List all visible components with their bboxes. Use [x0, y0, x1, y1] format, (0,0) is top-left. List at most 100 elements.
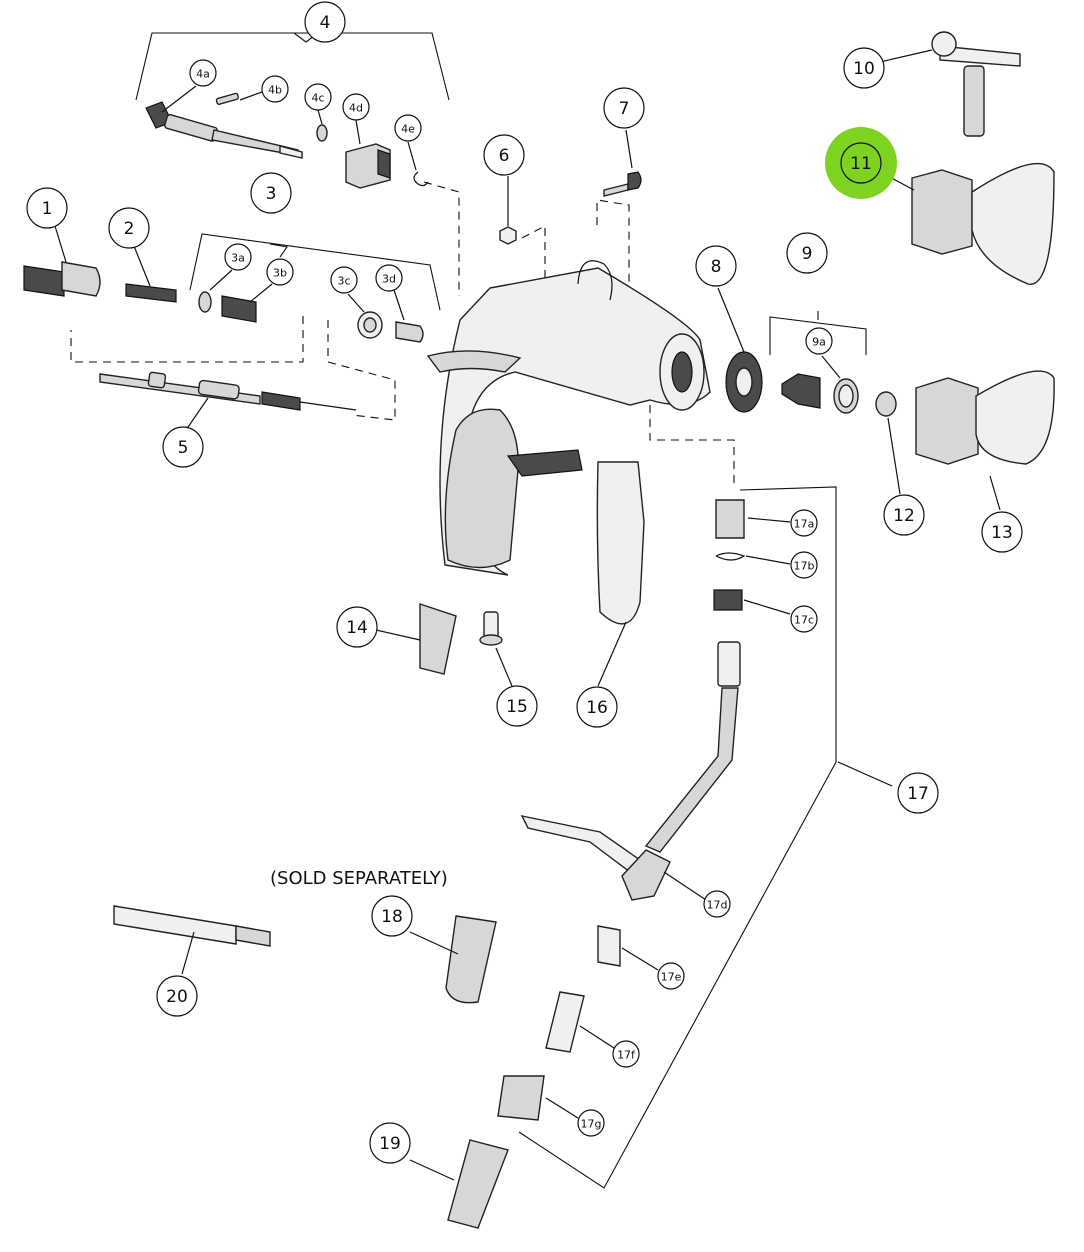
callout-17f: 17f — [612, 1040, 640, 1068]
callout-3c: 3c — [330, 266, 358, 294]
part-4b-pin — [215, 92, 240, 105]
leader-20 — [181, 931, 195, 975]
part-gun-body — [426, 260, 711, 576]
part-18-adapter — [445, 915, 497, 1004]
callout-ring — [162, 426, 204, 468]
callout-14: 14 — [336, 606, 378, 648]
leader-8 — [717, 287, 745, 353]
callout-3b: 3b — [266, 258, 294, 286]
callout-label: 20 — [166, 987, 188, 1007]
callout-ring — [840, 142, 882, 184]
callout-8: 8 — [695, 245, 737, 287]
callout-ring — [266, 258, 294, 286]
part-6-nut — [499, 226, 517, 245]
callout-ring — [805, 327, 833, 355]
part-9-seat — [781, 373, 821, 409]
leader-4c — [317, 109, 323, 125]
callout-label: 6 — [499, 146, 510, 166]
callout-ring — [394, 114, 422, 142]
callout-label: 2 — [124, 219, 135, 239]
callout-ring — [336, 606, 378, 648]
callout-ring — [612, 1040, 640, 1068]
leader-17c — [743, 599, 791, 615]
callout-5: 5 — [162, 426, 204, 468]
callout-label: 3b — [273, 267, 287, 280]
part-15-pin — [479, 611, 503, 646]
leader-3b — [249, 283, 273, 303]
callout-4b: 4b — [261, 75, 289, 103]
callout-label: 17e — [661, 971, 682, 984]
callout-label: 17c — [794, 614, 814, 627]
callout-2: 2 — [108, 207, 150, 249]
callout-label: 17f — [617, 1049, 636, 1062]
leader-13 — [989, 475, 1001, 511]
callout-label: 9 — [802, 244, 813, 264]
callout-4d: 4d — [342, 93, 370, 121]
callout-ring — [496, 685, 538, 727]
leader-2 — [133, 245, 151, 287]
callout-1: 1 — [26, 187, 68, 229]
callout-label: 3d — [382, 273, 396, 286]
part-3a-ring — [198, 291, 212, 313]
callout-label: 4a — [196, 68, 210, 81]
callout-label: 1 — [42, 199, 53, 219]
callout-3d: 3d — [375, 264, 403, 292]
leader-17 — [837, 761, 893, 787]
callout-ring — [189, 59, 217, 87]
callout-4a: 4a — [189, 59, 217, 87]
leader-17g — [545, 1097, 579, 1119]
callout-ring — [224, 243, 252, 271]
leader-4e — [407, 141, 417, 171]
callout-ring — [483, 134, 525, 176]
group-brackets — [135, 32, 867, 1189]
callout-label: 17d — [707, 899, 728, 912]
callout-ring — [304, 83, 332, 111]
part-4e-clip — [413, 171, 429, 187]
callout-9: 9 — [786, 232, 828, 274]
callout-label: 17b — [794, 560, 815, 573]
callout-ring — [330, 266, 358, 294]
callout-17: 17 — [897, 772, 939, 814]
callout-ring — [657, 962, 685, 990]
callout-17c: 17c — [790, 605, 818, 633]
callout-3: 3 — [250, 172, 292, 214]
part-3d-housing — [395, 321, 424, 343]
callout-ring — [981, 511, 1023, 553]
callout-17g: 17g — [577, 1109, 605, 1137]
leader-10 — [879, 49, 933, 63]
callout-16: 16 — [576, 686, 618, 728]
leader-12 — [887, 417, 901, 495]
part-14-fitting — [419, 603, 457, 675]
dash-line-3c-5 — [327, 320, 396, 421]
callout-label: 13 — [991, 523, 1013, 543]
part-4a-needle-nut — [145, 101, 303, 159]
callout-ring — [156, 975, 198, 1017]
callout-label: 7 — [619, 99, 630, 119]
leader-19 — [409, 1159, 455, 1181]
part-11-guard — [911, 162, 1055, 285]
leader-9a — [821, 355, 841, 379]
callout-ring — [342, 93, 370, 121]
callout-17d: 17d — [703, 890, 731, 918]
part-8-ring — [725, 351, 763, 413]
callout-label: 18 — [381, 907, 403, 927]
callout-ring — [883, 494, 925, 536]
part-12-nut — [875, 391, 897, 417]
part-13-guard — [915, 370, 1055, 465]
callout-label: 3c — [337, 275, 350, 288]
callout-13: 13 — [981, 511, 1023, 553]
callout-15: 15 — [496, 685, 538, 727]
callout-20: 20 — [156, 975, 198, 1017]
dash-line-4e-gun — [423, 181, 460, 296]
dash-line-3-5 — [70, 316, 304, 363]
leader-17f — [579, 1025, 615, 1049]
leader-lines — [54, 49, 1001, 1181]
callout-9a: 9a — [805, 327, 833, 355]
callout-ring — [603, 87, 645, 129]
callout-17b: 17b — [790, 551, 818, 579]
part-17g-nut — [497, 1075, 545, 1121]
leader-4a — [161, 85, 197, 113]
callout-11: 11 — [825, 127, 897, 199]
callout-label: 11 — [850, 154, 872, 174]
